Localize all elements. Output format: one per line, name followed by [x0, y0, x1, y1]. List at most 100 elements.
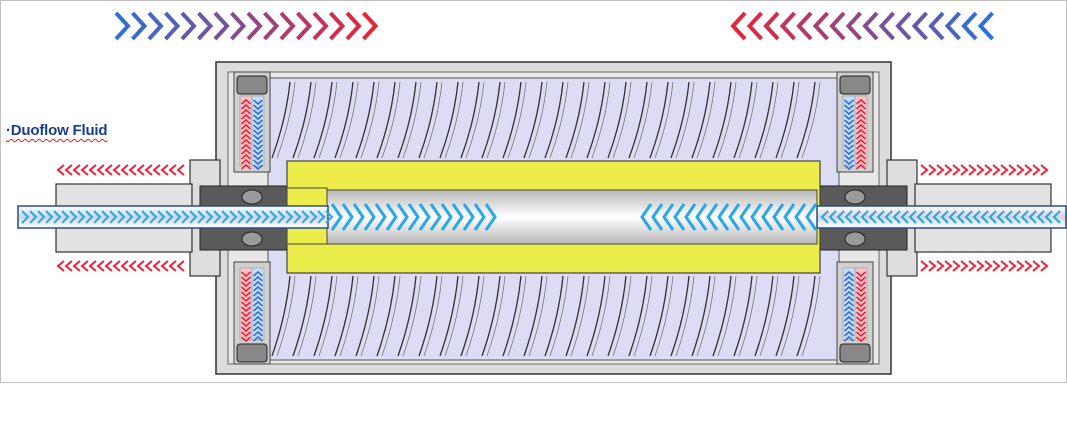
- right-lower-outflow-chevron: [1008, 260, 1017, 272]
- right-lower-hot-chevron: [855, 291, 867, 298]
- coil-winding-lower: [754, 275, 774, 357]
- left-pipe-chevron: [53, 210, 62, 224]
- right-lower-outflow-chevron: [976, 260, 985, 272]
- coil-winding-upper: [297, 81, 317, 159]
- left-upper-hot-chevron: [240, 98, 252, 105]
- right-upper-hot-chevron: [855, 123, 867, 130]
- right-lower-hot-chevron: [855, 286, 867, 293]
- left-upper-outflow-chevron: [88, 164, 97, 176]
- left-pipe-chevron: [21, 210, 30, 224]
- left-pipe-chevron: [213, 210, 222, 224]
- coil-winding-upper: [355, 81, 375, 159]
- top-left-chevron: [263, 11, 280, 41]
- left-pipe-chevron: [301, 210, 310, 224]
- right-upper-hot-chevron: [855, 133, 867, 140]
- left-upper-hot-chevron: [240, 133, 252, 140]
- coil-winding-lower: [318, 275, 338, 357]
- left-lower-cold-chevron: [252, 315, 264, 322]
- coil-winding-lower: [775, 275, 795, 357]
- left-upper-outflow-chevron: [160, 164, 169, 176]
- coil-winding-upper: [318, 81, 338, 159]
- left-upper-cold-chevron: [252, 159, 264, 166]
- left-pipe-chevron: [93, 210, 102, 224]
- coil-winding-upper: [801, 81, 821, 159]
- right-lower-outflow-chevron: [1024, 260, 1033, 272]
- left-lower-outflow-chevron: [88, 260, 97, 272]
- left-upper-outflow-chevron: [80, 164, 89, 176]
- left-lower-hot-chevron: [240, 281, 252, 288]
- right-lower-hot-chevron: [855, 271, 867, 278]
- right-lower-cold-chevron: [843, 270, 855, 277]
- coil-winding-upper: [376, 81, 396, 159]
- left-pipe-chevron: [293, 210, 302, 224]
- right-pipe-chevron: [924, 210, 933, 224]
- coil-winding-lower: [586, 275, 606, 357]
- left-upper-outflow-chevron: [112, 164, 121, 176]
- right-lower-outflow-chevron: [992, 260, 1001, 272]
- coil-winding-lower: [381, 275, 401, 357]
- left-upper-cold-chevron: [252, 144, 264, 151]
- coil-winding-upper: [696, 81, 716, 159]
- top-right-chevron: [928, 11, 945, 41]
- coil-winding-lower: [376, 275, 396, 357]
- right-upper-outflow-chevron: [952, 164, 961, 176]
- coil-winding-upper: [654, 81, 674, 159]
- right-lower-cold-chevron: [843, 300, 855, 307]
- right-lower-outflow-chevron: [944, 260, 953, 272]
- coil-winding-upper: [649, 81, 669, 159]
- coil-winding-lower: [292, 275, 312, 357]
- coil-winding-upper: [759, 81, 779, 159]
- bore-inflow-chevron-left: [440, 203, 453, 231]
- right-lower-hot-chevron: [855, 336, 867, 343]
- left-lower-hot-chevron: [240, 331, 252, 338]
- right-pipe-chevron: [876, 210, 885, 224]
- left-pipe-chevron: [117, 210, 126, 224]
- left-pipe-chevron: [173, 210, 182, 224]
- right-upper-hot-chevron: [855, 143, 867, 150]
- coil-winding-upper: [628, 81, 648, 159]
- right-lower-outflow-chevron: [920, 260, 929, 272]
- right-lower-cold-chevron: [843, 295, 855, 302]
- coil-winding-lower: [397, 275, 417, 357]
- right-pipe-chevron: [900, 210, 909, 224]
- left-pipe-chevron: [149, 210, 158, 224]
- fluid-flow-chevrons: [21, 203, 1061, 231]
- coil-winding-upper: [460, 81, 480, 159]
- left-upper-cold-chevron: [252, 149, 264, 156]
- top-right-chevron: [961, 11, 978, 41]
- left-lower-cold-chevron: [252, 320, 264, 327]
- bore-inflow-chevron-left: [484, 203, 497, 231]
- right-lower-hot-chevron: [855, 301, 867, 308]
- right-pipe-chevron: [1036, 210, 1045, 224]
- left-upper-cold-chevron: [252, 104, 264, 111]
- left-upper-hot-chevron: [240, 138, 252, 145]
- top-left-chevron: [180, 11, 197, 41]
- left-lower-cold-chevron: [252, 305, 264, 312]
- left-lower-outflow-chevron: [144, 260, 153, 272]
- right-pipe-chevron: [916, 210, 925, 224]
- right-bearing-blocks: [816, 185, 908, 251]
- bore-inflow-chevron-right: [662, 203, 675, 231]
- coil-winding-lower: [717, 275, 737, 357]
- coil-winding-lower: [670, 275, 690, 357]
- right-pipe-chevron: [964, 210, 973, 224]
- right-lower-cold-chevron: [843, 325, 855, 332]
- right-pipe-chevron: [844, 210, 853, 224]
- left-upper-hot-chevron: [240, 108, 252, 115]
- top-left-chevron: [114, 11, 131, 41]
- top-right-chevron: [911, 11, 928, 41]
- right-pipe-chevron: [892, 210, 901, 224]
- top-right-flow-arrows: [730, 11, 994, 41]
- coil-winding-upper: [360, 81, 380, 159]
- right-pipe-chevron: [836, 210, 845, 224]
- coil-winding-lower: [607, 275, 627, 357]
- top-right-chevron: [944, 11, 961, 41]
- coil-winding-lower: [360, 275, 380, 357]
- bore-inflow-chevron-right: [794, 203, 807, 231]
- coil-winding-lower: [523, 275, 543, 357]
- coil-winding-lower: [355, 275, 375, 357]
- right-lower-outflow-chevron: [960, 260, 969, 272]
- bore-inflow-chevron-left: [473, 203, 486, 231]
- coil-winding-lower: [528, 275, 548, 357]
- left-upper-hot-chevron: [240, 158, 252, 165]
